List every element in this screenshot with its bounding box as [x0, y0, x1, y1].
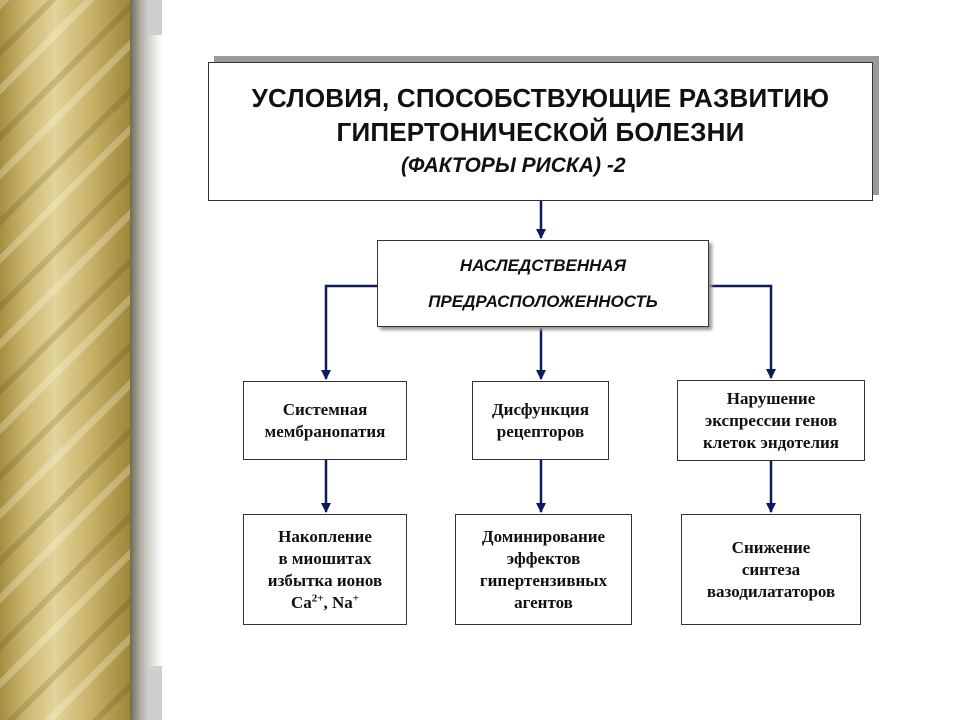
title-line-2: ГИПЕРТОНИЧЕСКОЙ БОЛЕЗНИ — [336, 117, 745, 147]
consequence-2-line-3: гипертензивных — [479, 570, 608, 590]
ion-sodium-charge: + — [352, 591, 360, 604]
decorative-grey-bar-bottom — [148, 666, 162, 720]
ion-calcium: Ca — [290, 592, 312, 612]
consequence-box-ion-accumulation: Накопление в миошитах избытка ионов Ca2+… — [243, 514, 407, 625]
consequence-box-vasodilator-decrease: Снижение синтеза вазодилататоров — [681, 514, 861, 625]
consequence-3-line-3: вазодилататоров — [706, 581, 836, 601]
mechanism-box-receptors: Дисфункция рецепторов — [472, 381, 609, 460]
ion-sodium: Na — [332, 592, 353, 612]
mechanism-3-line-1: Нарушение — [726, 388, 816, 408]
ion-calcium-charge: 2+ — [311, 591, 324, 604]
mechanism-3-line-3: клеток эндотелия — [703, 432, 839, 452]
mechanism-1-line-1: Системная — [282, 399, 368, 419]
consequence-1-line-2: в миошитах — [278, 548, 372, 568]
consequence-2-line-2: эффектов — [506, 548, 581, 568]
consequence-2-line-4: агентов — [514, 592, 573, 612]
heredity-line-2: ПРЕДРАСПОЛОЖЕННОСТЬ — [428, 291, 658, 311]
arrow-heredity-to-membranopathy — [321, 284, 377, 380]
title-line-1: УСЛОВИЯ, СПОСОБСТВУЮЩИЕ РАЗВИТИЮ — [251, 83, 830, 113]
heredity-line-1: НАСЛЕДСТВЕННАЯ — [459, 255, 627, 275]
mechanism-box-membranopathy: Системная мембранопатия — [243, 381, 407, 460]
mechanism-box-gene-expression: Нарушение экспрессии генов клеток эндоте… — [677, 380, 865, 461]
decorative-gold-strip — [0, 0, 130, 720]
consequence-box-hypertensive-dominance: Доминирование эффектов гипертензивных аг… — [455, 514, 632, 625]
consequence-1-line-3: избытка ионов — [267, 570, 383, 590]
title-box: УСЛОВИЯ, СПОСОБСТВУЮЩИЕ РАЗВИТИЮ ГИПЕРТО… — [208, 62, 873, 201]
ion-separator: , — [323, 592, 332, 612]
consequence-3-line-2: синтеза — [741, 559, 801, 579]
heredity-box: НАСЛЕДСТВЕННАЯ ПРЕДРАСПОЛОЖЕННОСТЬ — [377, 240, 709, 327]
consequence-3-line-1: Снижение — [731, 537, 811, 557]
consequence-1-line-1: Накопление — [278, 526, 372, 546]
consequence-1-ions: Ca2+, Na+ — [291, 592, 359, 614]
mechanism-1-line-2: мембранопатия — [264, 421, 386, 441]
mechanism-2-line-1: Дисфункция — [491, 399, 590, 419]
arrow-heredity-to-gene-expression — [709, 284, 776, 379]
consequence-2-line-1: Доминирование — [481, 526, 606, 546]
mechanism-2-line-2: рецепторов — [496, 421, 585, 441]
mechanism-3-line-2: экспрессии генов — [704, 410, 838, 430]
decorative-grey-bar-top — [148, 0, 162, 35]
title-subtitle: (ФАКТОРЫ РИСКА) -2 — [401, 154, 626, 177]
strip-shadow — [130, 0, 162, 720]
